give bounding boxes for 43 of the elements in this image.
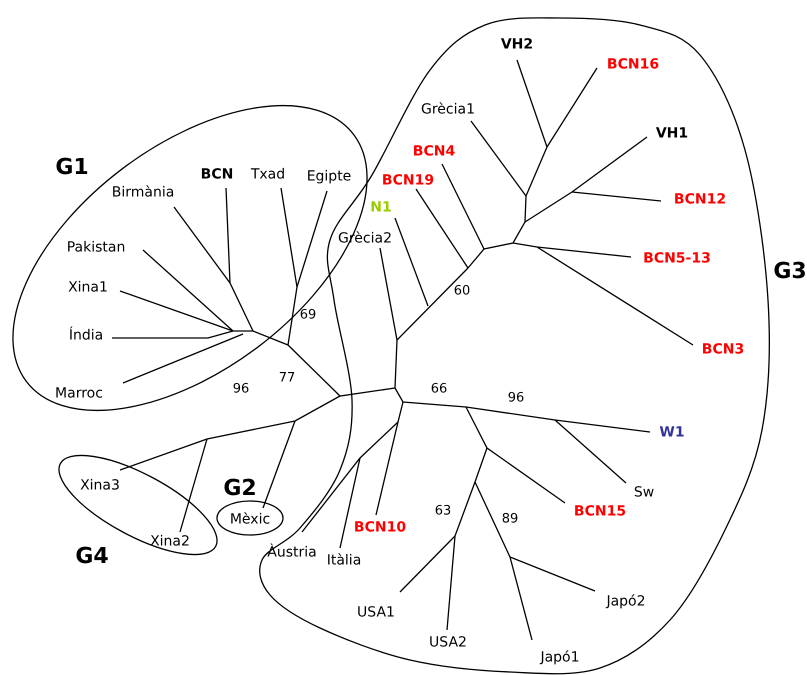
bootstrap-value: 89	[502, 510, 518, 528]
taxon-label: Itàlia	[326, 552, 362, 570]
bootstrap-value: 77	[278, 370, 296, 386]
taxon-label: Mèxic	[230, 512, 270, 528]
taxon-label: Txad	[250, 166, 286, 184]
taxon-label: BCN3	[702, 342, 744, 358]
taxon-label: BCN15	[574, 504, 626, 520]
taxon-label: USA1	[357, 604, 395, 622]
taxon-label: BCN	[200, 166, 234, 184]
bootstrap-value: 96	[232, 380, 250, 398]
taxon-label: Xina1	[68, 280, 108, 296]
taxon-label: USA2	[429, 634, 467, 652]
taxon-label: BCN10	[354, 520, 406, 536]
bootstrap-value: 60	[454, 282, 470, 300]
taxon-label: Marroc	[55, 386, 103, 402]
taxon-label: Xina2	[150, 534, 190, 550]
taxon-label: Sw	[634, 484, 654, 502]
taxon-label: VH2	[500, 36, 534, 54]
taxon-label: Pakistan	[66, 240, 126, 256]
taxon-label: Egipte	[306, 168, 352, 186]
group-label: G4	[75, 544, 109, 570]
taxon-label: BCN4	[412, 144, 456, 160]
bootstrap-value: 69	[300, 306, 316, 324]
bootstrap-value: 63	[434, 502, 452, 520]
taxon-label: Grècia1	[421, 102, 475, 118]
taxon-label: Japó1	[540, 650, 580, 666]
taxon-label: W1	[659, 424, 685, 442]
taxon-label: BCN5-13	[643, 250, 711, 268]
taxon-label: Japó2	[606, 594, 646, 610]
group-label: G2	[223, 476, 257, 502]
group-label: G3	[773, 259, 807, 285]
taxon-label: VH1	[656, 126, 688, 142]
taxon-label: Índia	[68, 328, 104, 344]
taxon-label: Àustria	[267, 544, 317, 562]
taxon-label: Xina3	[80, 478, 120, 494]
taxon-label: BCN12	[674, 192, 726, 208]
taxon-label: BCN16	[606, 56, 660, 74]
bootstrap-value: 66	[430, 380, 448, 398]
bootstrap-value: 96	[508, 390, 524, 406]
taxon-label: N1	[370, 200, 392, 216]
taxon-label: BCN19	[382, 172, 434, 190]
taxon-label: Birmània	[112, 184, 174, 202]
group-label: G1	[55, 155, 89, 181]
